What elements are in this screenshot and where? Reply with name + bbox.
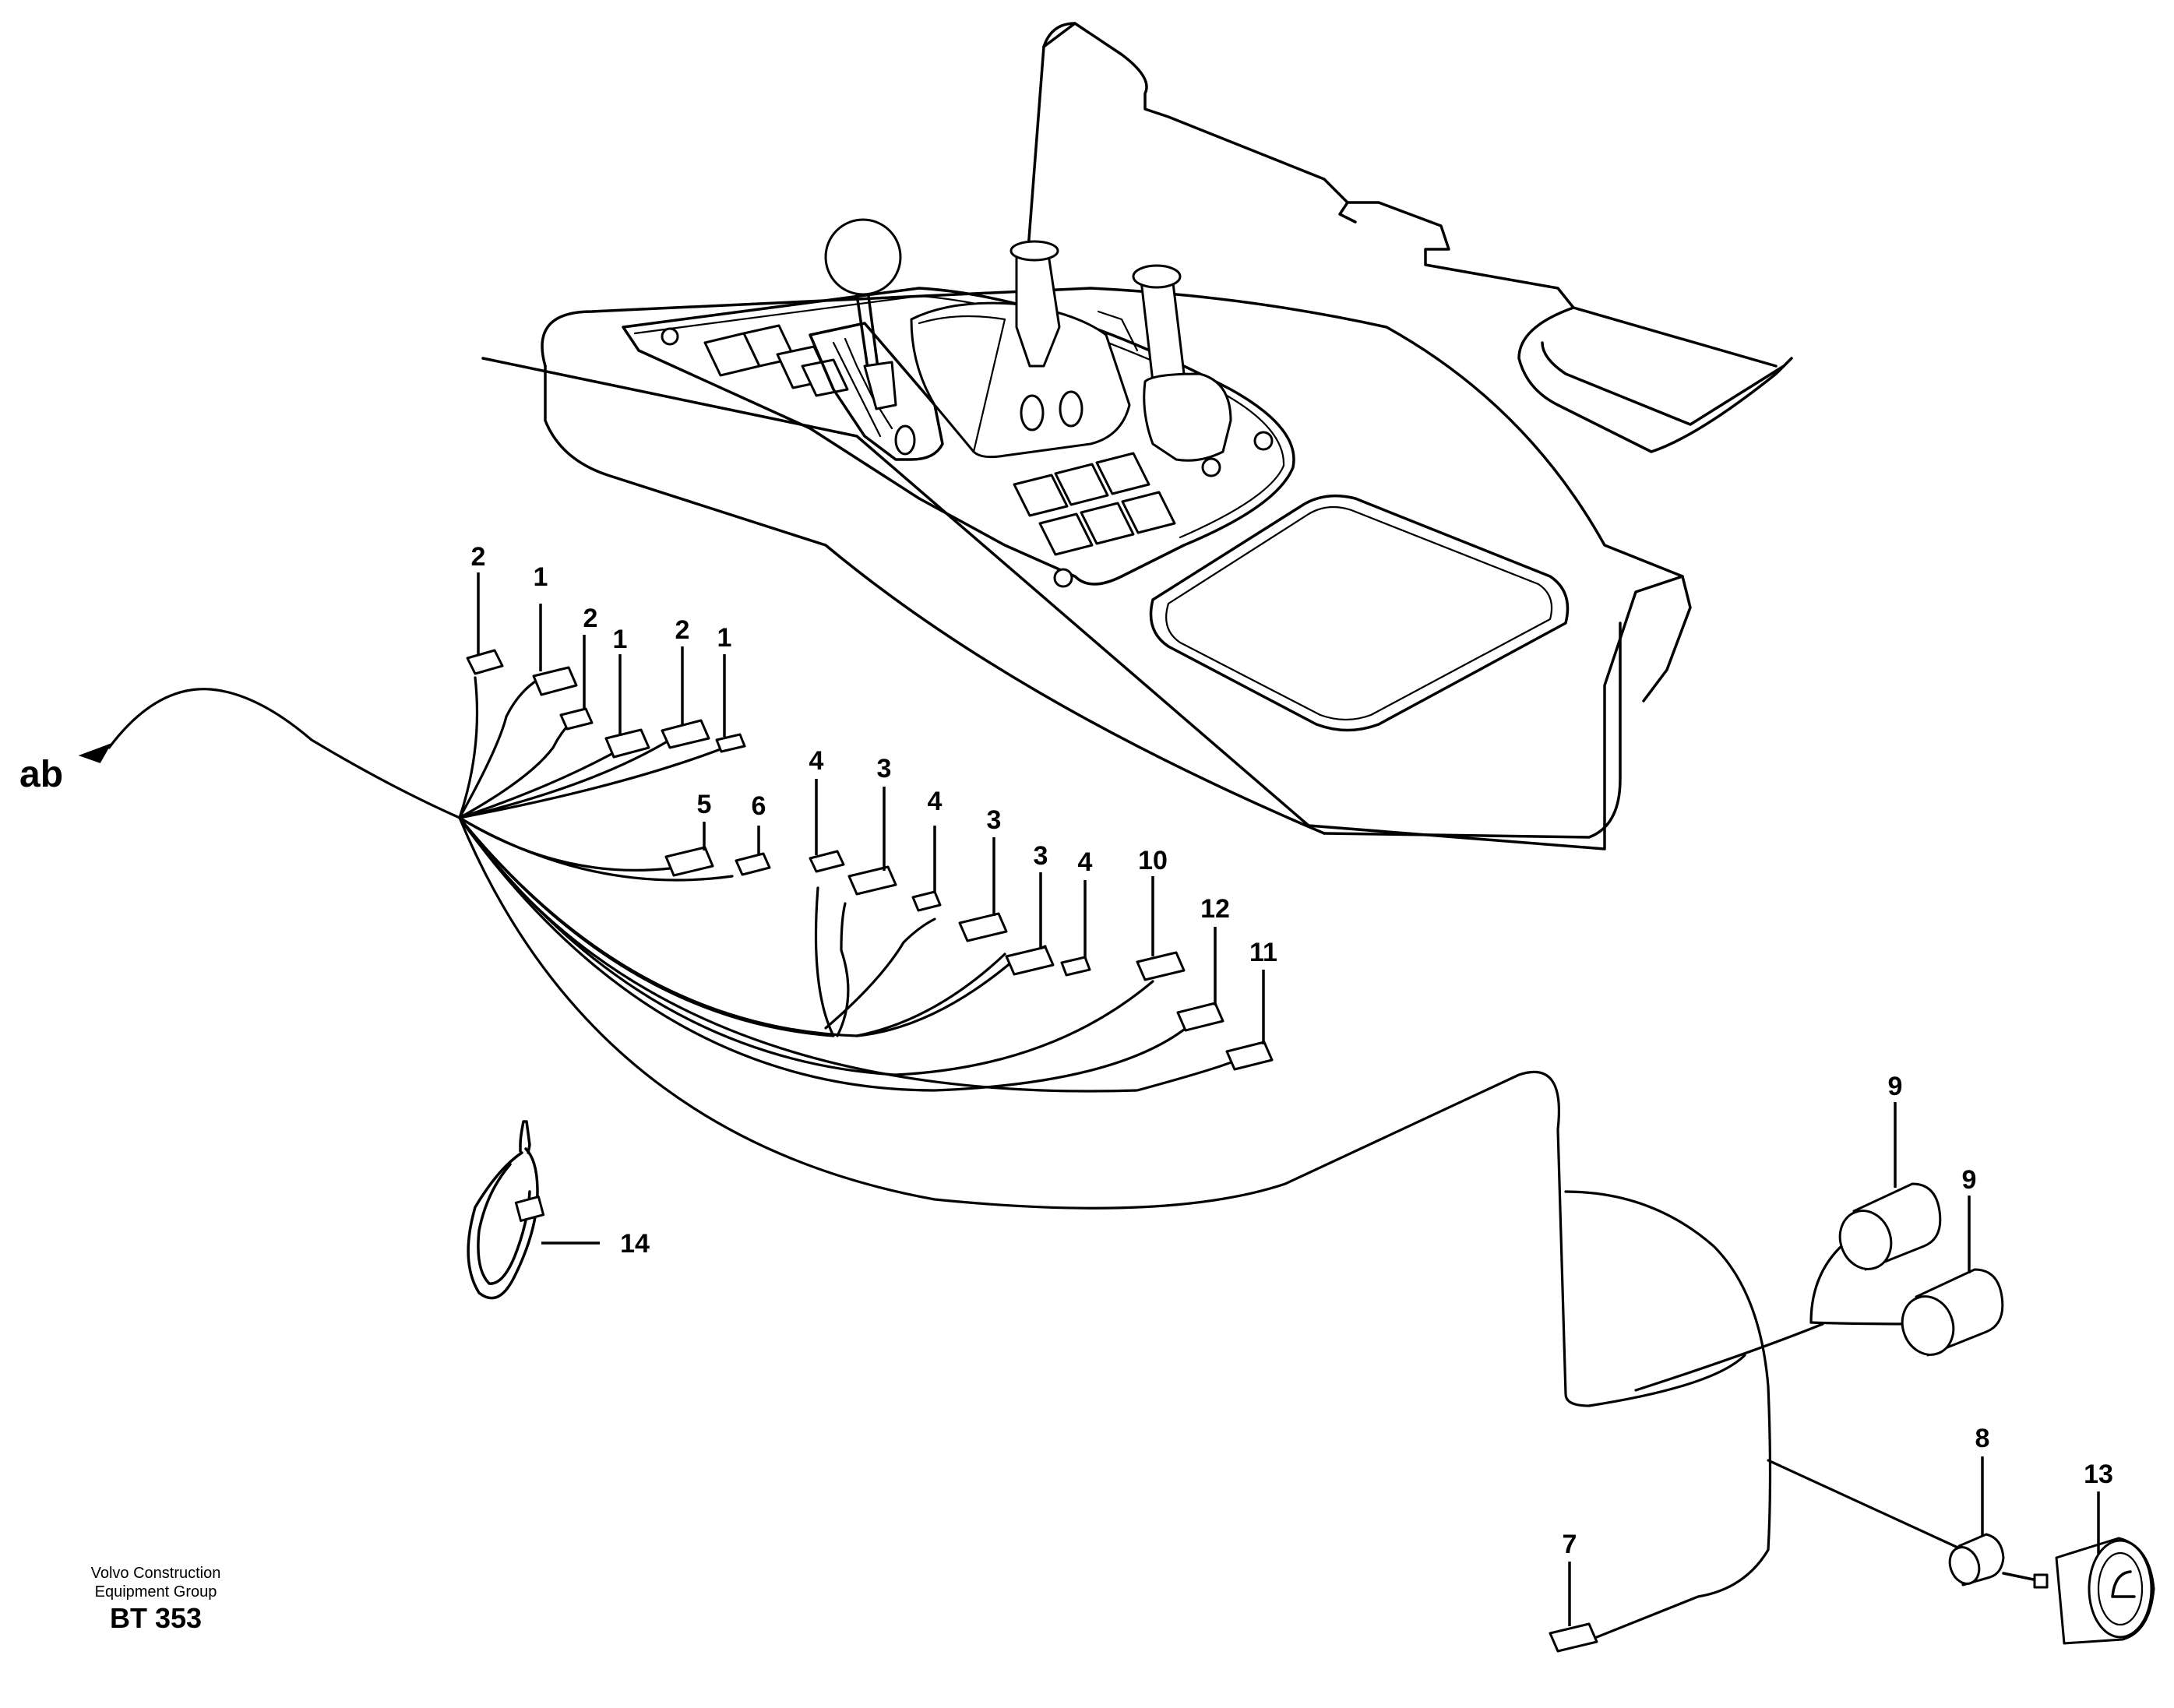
callout-9: 9 <box>1888 1072 1903 1101</box>
callout-1: 1 <box>717 623 732 653</box>
callout-1: 1 <box>613 625 628 654</box>
callout-12: 12 <box>1200 894 1230 924</box>
connector-3c <box>1005 946 1055 976</box>
company-name-line1: Volvo Construction <box>91 1565 221 1582</box>
company-name-line2: Equipment Group <box>95 1583 217 1601</box>
connector-4b <box>911 890 942 912</box>
callout-2: 2 <box>583 604 598 633</box>
connector-7 <box>1549 1622 1598 1653</box>
callout-5: 5 <box>697 790 712 819</box>
connector-4c <box>1060 956 1091 977</box>
callout-4: 4 <box>809 746 824 776</box>
connector-6 <box>735 852 771 876</box>
callout-numbers: 2 1 2 1 2 1 5 6 4 3 4 3 3 4 10 12 11 14 … <box>471 542 2113 1559</box>
connector-10 <box>1136 951 1186 981</box>
callout-9: 9 <box>1962 1165 1977 1195</box>
callout-13: 13 <box>2084 1460 2113 1489</box>
footer-label: Volvo Construction Equipment Group BT 35… <box>91 1565 221 1634</box>
callout-4: 4 <box>1078 847 1093 877</box>
connector-1c <box>715 733 746 753</box>
console-switches-left <box>661 324 849 397</box>
cable-tie <box>467 1120 545 1300</box>
connector-5 <box>664 846 714 877</box>
connector-12 <box>1176 1002 1224 1032</box>
socket-13 <box>2002 1537 2155 1645</box>
callout-3: 3 <box>1034 841 1048 871</box>
throttle-lever <box>1132 264 1274 477</box>
callout-8: 8 <box>1975 1424 1990 1453</box>
connectors <box>466 649 1598 1653</box>
figure-code: BT 353 <box>110 1602 202 1634</box>
center-shifter <box>910 240 1139 459</box>
callout-2: 2 <box>675 615 690 645</box>
plug-9-lower <box>1901 1268 2004 1357</box>
callout-leaders <box>477 572 2100 1626</box>
plug-9-upper <box>1838 1182 1942 1271</box>
control-console <box>481 22 1793 850</box>
connector-1a <box>532 666 578 696</box>
callout-14: 14 <box>620 1229 650 1259</box>
callout-3: 3 <box>877 754 892 784</box>
connector-11 <box>1225 1041 1274 1071</box>
console-switches-right <box>1013 452 1176 588</box>
ab-label: ab <box>19 754 63 795</box>
ab-arrow: ab <box>19 743 112 795</box>
connector-2a <box>466 649 504 675</box>
callout-11: 11 <box>1249 938 1277 967</box>
connector-4a <box>809 850 845 873</box>
connector-3a <box>847 865 897 896</box>
callout-10: 10 <box>1138 846 1168 875</box>
callout-2: 2 <box>471 542 486 572</box>
callout-6: 6 <box>752 791 766 821</box>
callout-7: 7 <box>1563 1530 1577 1559</box>
callout-3: 3 <box>987 805 1002 835</box>
right-components <box>1838 1182 2155 1645</box>
connector-1b <box>604 728 650 759</box>
connector-2b <box>559 707 594 731</box>
connector-3b <box>958 912 1008 942</box>
callout-4: 4 <box>928 787 943 816</box>
plug-8 <box>1948 1533 2005 1587</box>
harness-wires <box>107 672 1964 1645</box>
connector-2c <box>661 719 710 749</box>
ball-lever <box>824 218 902 410</box>
callout-1: 1 <box>534 562 548 592</box>
